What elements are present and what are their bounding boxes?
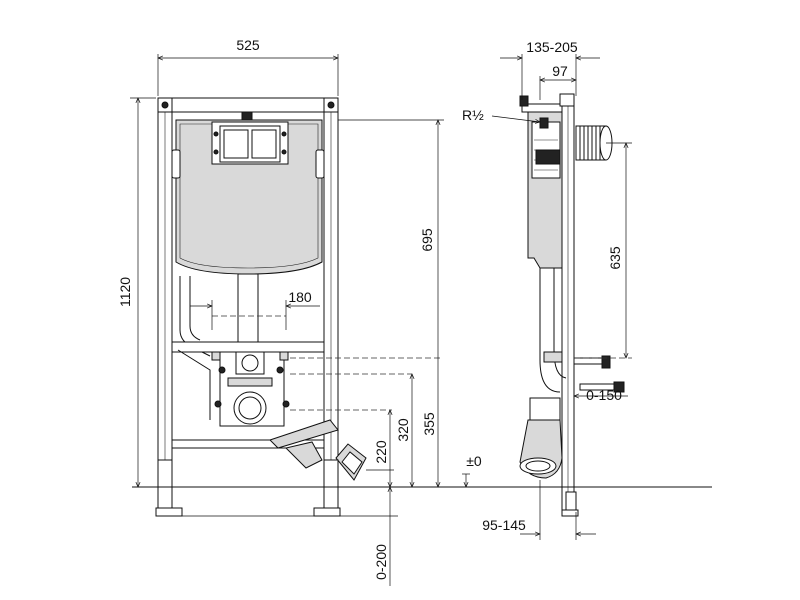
label-total-height: 1120 <box>117 277 133 307</box>
side-view <box>519 93 625 517</box>
label-flush-offset: 180 <box>288 289 312 305</box>
label-side-height: 635 <box>607 246 623 270</box>
label-frame-width: 525 <box>236 37 260 53</box>
label-220: 220 <box>373 440 389 464</box>
front-view <box>155 97 367 517</box>
label-floor-adjust: 0-200 <box>373 544 389 580</box>
label-cistern-height: 695 <box>419 228 435 252</box>
label-foot-depth: 95-145 <box>482 517 526 533</box>
ribbed-duct <box>575 125 613 161</box>
label-320: 320 <box>395 418 411 442</box>
right-foot <box>323 459 339 513</box>
label-depth-range: 135-205 <box>526 39 578 55</box>
reference-lines <box>132 315 712 488</box>
label-floor-level: ±0 <box>466 453 482 469</box>
dimension-labels: 525 1120 695 180 355 320 220 0-200 135-2… <box>117 37 623 580</box>
label-side-offset: 0-150 <box>586 387 622 403</box>
label-355: 355 <box>421 412 437 436</box>
left-foot <box>157 459 173 513</box>
label-inlet-thread: R½ <box>462 107 484 123</box>
dimension-lines <box>130 54 632 586</box>
label-depth-97: 97 <box>552 63 568 79</box>
top-rail <box>157 97 339 113</box>
